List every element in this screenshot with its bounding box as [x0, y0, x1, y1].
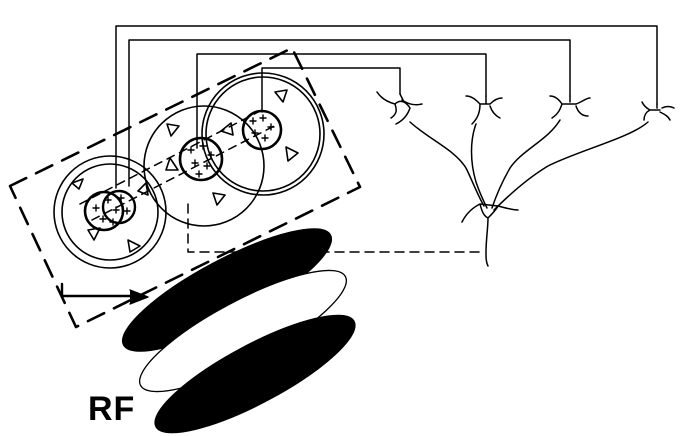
- axon-4: [493, 121, 649, 211]
- on-center-plus-marks: [249, 114, 275, 142]
- rf-label: RF: [88, 390, 136, 428]
- on-center-plus-marks: [92, 194, 131, 226]
- neuron-1: [376, 91, 423, 125]
- off-surround-triangle-marks: [165, 123, 226, 206]
- surround-circle: [143, 105, 265, 227]
- neuron-2: [465, 95, 503, 125]
- surround-circle-inner: [61, 163, 159, 261]
- center-circle: [83, 190, 125, 232]
- wire-1: [115, 25, 658, 189]
- wire-2: [128, 39, 571, 187]
- neuron-3: [549, 95, 591, 119]
- center-circle: [241, 109, 283, 151]
- center-circle: [178, 136, 224, 182]
- dashed-boundary: [8, 46, 362, 329]
- rf-elongated-field: [121, 228, 356, 434]
- axon-2: [470, 123, 488, 209]
- cortical-neuron: [461, 203, 519, 267]
- dashed-connection: [187, 203, 486, 253]
- surround-circle: [201, 72, 325, 196]
- rf-off-region-bottom: [154, 314, 356, 434]
- neuron-4: [641, 101, 675, 121]
- axon-3: [491, 119, 561, 209]
- neurons: [376, 91, 675, 267]
- center-circle-overlap: [101, 189, 137, 225]
- wire-4: [261, 67, 401, 113]
- surround-circle-inner: [205, 76, 321, 192]
- surround-circle: [53, 155, 167, 269]
- off-surround-triangle-marks: [220, 89, 299, 162]
- wire-3: [196, 53, 487, 149]
- on-center-plus-marks: [187, 142, 215, 178]
- wiring-lines: [115, 25, 658, 189]
- axon-1: [409, 121, 485, 207]
- off-surround-triangle-marks: [71, 178, 149, 253]
- receptive-field-1: [53, 155, 167, 269]
- receptive-field-2: [143, 105, 265, 227]
- arrow-to-rf: [60, 282, 149, 305]
- receptive-field-3: [201, 72, 325, 196]
